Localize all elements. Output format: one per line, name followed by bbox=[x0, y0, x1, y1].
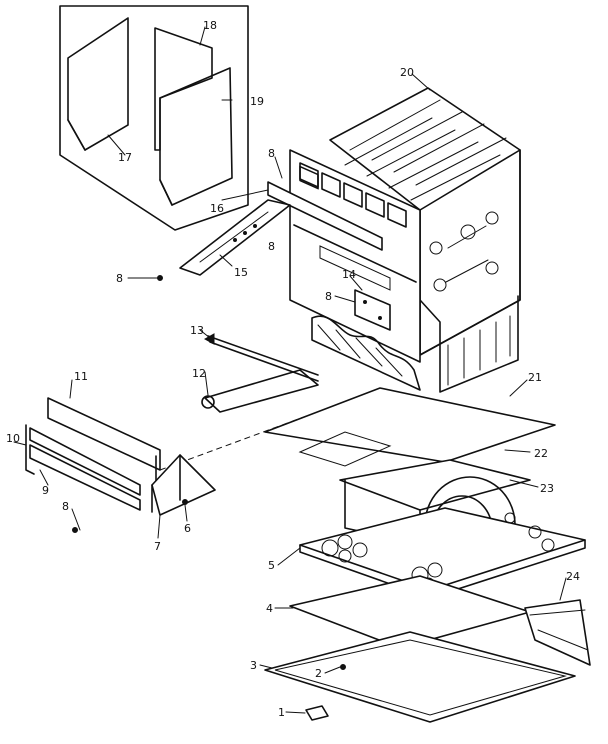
callout-5: 5 bbox=[268, 559, 275, 572]
divider-plate bbox=[264, 387, 556, 467]
callout-4: 4 bbox=[266, 602, 273, 615]
filter-rail bbox=[524, 599, 591, 666]
callout-8-top: 8 bbox=[268, 240, 275, 253]
callout-18: 18 bbox=[203, 19, 217, 32]
callout-17: 17 bbox=[118, 151, 132, 164]
front-panel bbox=[289, 149, 421, 363]
baffle-inset bbox=[59, 5, 249, 231]
callout-9: 9 bbox=[42, 484, 49, 497]
burner-baffles bbox=[311, 315, 421, 391]
callout-8-lower-left: 8 bbox=[62, 500, 69, 513]
callout-22: 22 bbox=[534, 447, 548, 460]
callout-16: 16 bbox=[210, 202, 224, 215]
callout-23: 23 bbox=[540, 482, 554, 495]
leader-lines bbox=[13, 26, 567, 714]
callout-20: 20 bbox=[400, 66, 414, 79]
callout-8-bracket: 8 bbox=[116, 272, 123, 285]
callout-11: 11 bbox=[74, 370, 88, 383]
callout-8-manifold: 8 bbox=[268, 147, 275, 160]
callout-19: 19 bbox=[250, 95, 264, 108]
callout-8-panel: 8 bbox=[325, 290, 332, 303]
callout-12: 12 bbox=[192, 367, 206, 380]
callout-14: 14 bbox=[342, 268, 356, 281]
callout-1: 1 bbox=[278, 706, 285, 719]
callout-21: 21 bbox=[528, 371, 542, 384]
callout-7: 7 bbox=[154, 540, 161, 553]
bottom-pan bbox=[264, 631, 576, 723]
callout-13: 13 bbox=[190, 324, 204, 337]
callout-labels: 1 2 3 4 5 6 7 8 8 8 8 8 9 10 11 12 13 14… bbox=[6, 19, 580, 719]
callout-6: 6 bbox=[184, 522, 191, 535]
callout-2: 2 bbox=[315, 667, 322, 680]
corner-bracket bbox=[151, 454, 216, 516]
callout-10: 10 bbox=[6, 432, 20, 445]
callout-24: 24 bbox=[566, 570, 580, 583]
callout-3: 3 bbox=[250, 659, 257, 672]
gas-valve-rod bbox=[159, 333, 351, 471]
gas-manifold bbox=[179, 181, 383, 276]
retainer-clip bbox=[305, 705, 329, 721]
callout-15: 15 bbox=[234, 266, 248, 279]
left-access-panel bbox=[25, 397, 161, 511]
